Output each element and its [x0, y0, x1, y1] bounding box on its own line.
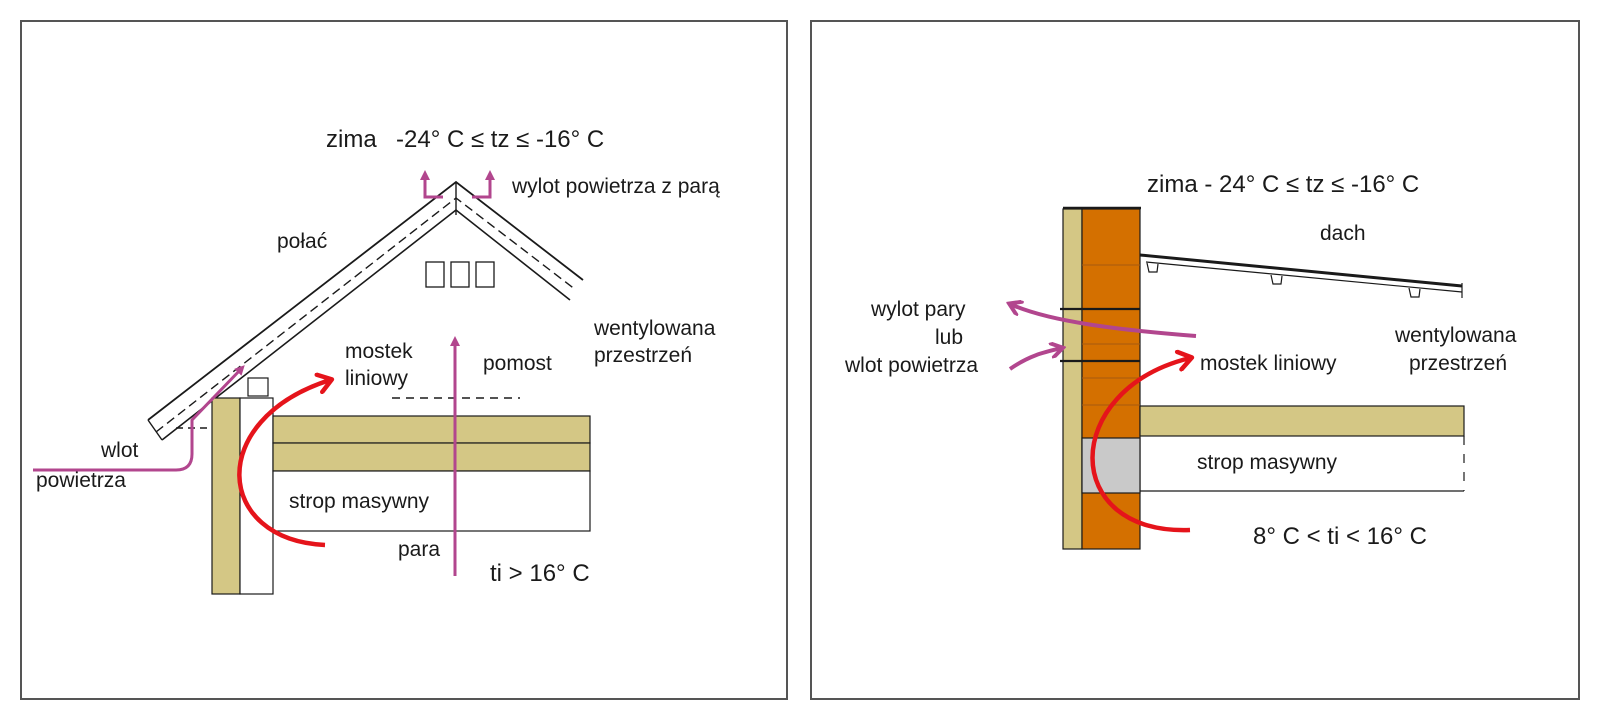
right-ventilated-line-1: wentylowana — [1394, 324, 1517, 347]
right-thermal-bridge-arrow — [1090, 358, 1191, 533]
left-roof — [147, 180, 584, 441]
right-panel-frame — [810, 20, 1580, 700]
air-inlet-arrow-right — [1008, 348, 1062, 371]
left-bridge-line-1: mostek — [345, 340, 413, 363]
right-roof — [1139, 253, 1463, 298]
attic-vent-3 — [475, 261, 495, 288]
right-ventilated-line-2: przestrzeń — [1409, 352, 1507, 375]
vapor-outlet-arrow — [1010, 304, 1197, 338]
right-vapor-arrows — [1008, 304, 1197, 371]
slab-wood-layer — [1139, 405, 1465, 437]
attic-vents — [425, 261, 495, 288]
left-vapor-arrows — [33, 170, 495, 576]
left-panel: zima -24° C ≤ tz ≤ -16° C wylot powietrz… — [20, 20, 788, 700]
left-bridge-line-2: liniowy — [345, 367, 409, 390]
roof-rib-3 — [1408, 287, 1421, 298]
right-wall — [1060, 206, 1141, 550]
wall-wood — [211, 397, 241, 595]
right-slab — [1139, 405, 1465, 492]
right-winter-range: zima - 24° C ≤ tz ≤ -16° C — [1147, 171, 1419, 198]
left-slab-label: strop masywny — [289, 490, 430, 513]
vapor-label: para — [398, 538, 440, 561]
roof-rib-1 — [1146, 262, 1159, 273]
left-outlet-label: wylot powietrza z parą — [511, 175, 720, 198]
left-structure — [176, 377, 591, 595]
left-panel-frame — [20, 20, 788, 700]
vapor-outlet-line-3: wlot powietrza — [844, 354, 978, 377]
left-winter-range: -24° C ≤ tz ≤ -16° C — [396, 126, 604, 153]
inlet-label-line-1: wlot — [100, 439, 139, 462]
slab-wood-top — [272, 415, 591, 444]
platform-label: pomost — [483, 352, 552, 375]
left-ventilated-line-1: wentylowana — [593, 317, 716, 340]
right-bridge-label: mostek liniowy — [1200, 352, 1337, 375]
air-inlet-arrow — [33, 365, 245, 472]
right-slab-label: strop masywny — [1197, 451, 1338, 474]
ridge-outlet-arrow-left — [420, 170, 443, 199]
eave-edge — [147, 419, 163, 441]
attic-vent-1 — [425, 261, 445, 288]
wall-plate — [247, 377, 269, 397]
roof-rib-2 — [1270, 274, 1283, 285]
left-interior-temp: ti > 16° C — [490, 560, 590, 587]
right-panel: zima - 24° C ≤ tz ≤ -16° C dach wylot pa… — [810, 20, 1580, 700]
left-thermal-bridge-arrow — [237, 380, 330, 548]
slab-wood-bottom — [272, 442, 591, 472]
roof-slope-label: połać — [277, 230, 327, 253]
right-interior-temp: 8° C < ti < 16° C — [1253, 523, 1427, 550]
ridge-outlet-arrow-right — [472, 170, 495, 199]
slab-concrete — [272, 470, 591, 532]
vapor-outlet-line-1: wylot pary — [870, 298, 966, 321]
vapor-outlet-line-2: lub — [935, 326, 963, 349]
brick-wall — [1081, 208, 1141, 550]
inlet-label-line-2: powietrza — [36, 469, 126, 492]
flat-roof-top — [1139, 253, 1463, 288]
attic-vent-2 — [450, 261, 470, 288]
left-ventilated-line-2: przestrzeń — [594, 344, 692, 367]
roof-label: dach — [1320, 222, 1366, 245]
left-winter-label: zima — [326, 126, 377, 153]
flat-roof-underside — [1145, 261, 1463, 293]
wall-insulation — [1062, 208, 1083, 550]
